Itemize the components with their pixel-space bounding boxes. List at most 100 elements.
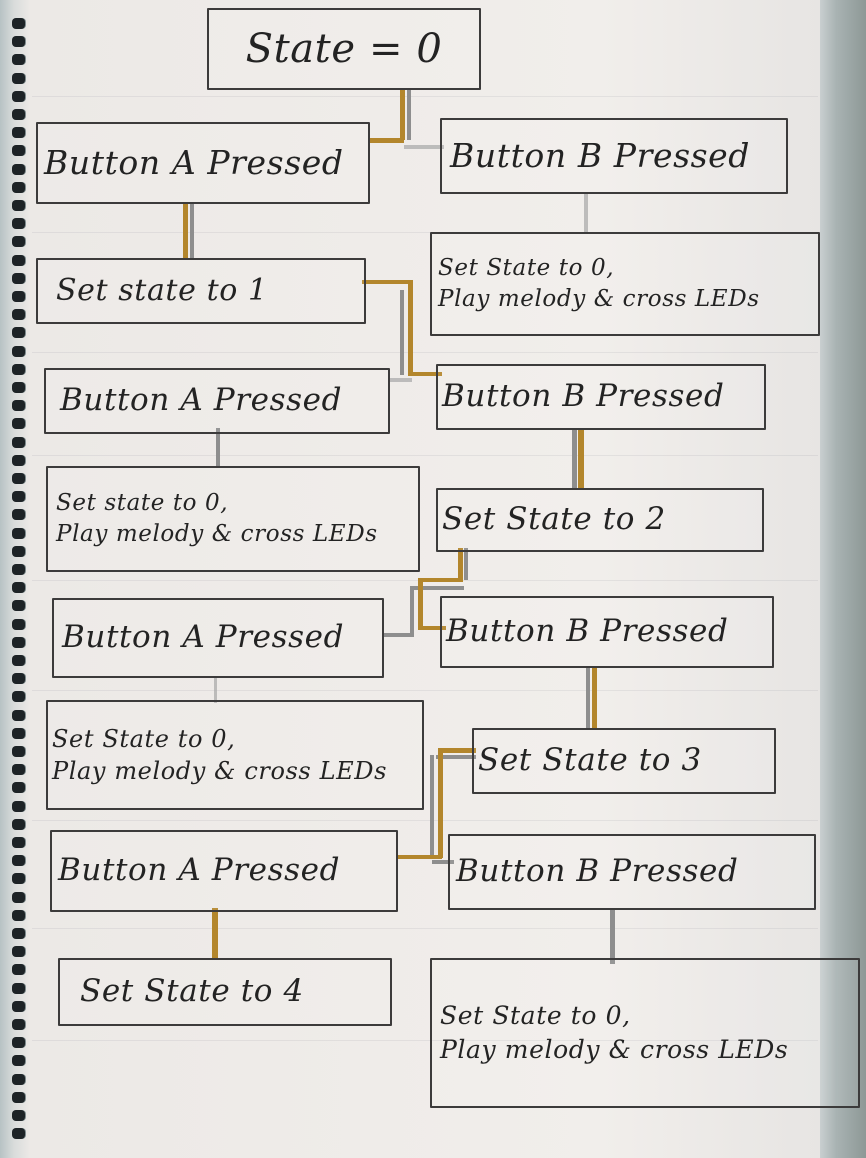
binding-hole [12,527,25,539]
wire-s3-to-a4 [396,855,442,859]
set-state-label: Set State to 0, Play melody & cross LEDs [440,1001,789,1064]
binding-hole [12,655,25,666]
binding-hole [12,36,25,48]
binding-hole [12,545,25,557]
binding-hole [12,1128,25,1140]
button-b-label: Button B Pressed [442,378,725,415]
binding-hole [12,90,25,102]
set-state-3-box: Set State to 3 [472,728,776,794]
binding-hole [12,418,25,430]
binding-hole [12,928,25,939]
binding-hole [12,127,25,139]
button-a-label: Button A Pressed [44,142,344,182]
wire-start-to-b1 [404,145,444,149]
binding-hole [12,1110,25,1121]
button-a-label: Button A Pressed [60,382,343,419]
wire-b2-down-grey [572,428,577,490]
set-state-2-box: Set State to 2 [436,488,764,552]
binding-hole [12,473,25,484]
binding-hole [12,18,25,29]
set-state-label: Set state to 0, Play melody & cross LEDs [56,489,378,547]
binding-hole [12,800,25,812]
binding-hole [12,818,25,830]
button-a-pressed-2: Button A Pressed [44,368,390,434]
binding-hole [12,181,25,193]
binding-hole [12,709,25,721]
wire-s2-left [418,578,463,582]
binding-hole [12,618,25,630]
wire-a1-down-grey [190,203,194,260]
spiral-binding [6,18,28,1148]
binding-hole [12,873,25,885]
binding-hole [12,309,25,321]
button-a-pressed-3: Button A Pressed [52,598,384,678]
binding-hole [12,218,25,230]
wire-s1-to-b2 [408,372,442,376]
binding-hole [12,746,25,757]
button-a-pressed-4: Button A Pressed [50,830,398,912]
set-state-label: Set state to 1 [56,272,268,308]
wire-b4-down [610,908,615,964]
button-b-pressed-2: Button B Pressed [436,364,766,430]
wire-b1-down [584,192,588,234]
binding-hole [12,54,25,66]
binding-hole [12,1091,25,1103]
button-b-pressed-4: Button B Pressed [448,834,816,910]
binding-hole [12,582,25,594]
binding-hole [12,691,25,703]
binding-hole [12,200,25,211]
binding-hole [12,855,25,867]
binding-hole [12,982,25,994]
set-state-1-box: Set state to 1 [36,258,366,324]
binding-hole [12,1000,25,1012]
set-state-label: Set State to 2 [442,501,666,538]
wire-start-down [400,88,405,140]
wire-a2-down [216,428,220,468]
binding-hole [12,891,25,903]
wire-s2-vert [418,578,423,630]
binding-hole [12,509,25,521]
wire-s1-vert-grey [400,290,404,375]
button-b-pressed-1: Button B Pressed [440,118,788,194]
binding-hole [12,345,25,357]
binding-hole [12,727,25,739]
wire-s3-to-b4 [432,860,454,864]
binding-hole [12,764,25,776]
binding-hole [12,673,25,685]
binding-hole [12,382,25,393]
wire-s2-to-b3 [420,626,446,630]
wire-b2-down [578,428,584,490]
set-state-0-box-3: Set State to 0, Play melody & cross LEDs [46,700,424,810]
binding-hole [12,600,25,612]
set-state-label: Set State to 4 [80,973,304,1010]
button-a-label: Button A Pressed [58,852,341,889]
set-state-4-box: Set State to 4 [58,958,392,1026]
wire-s2-left-grey [412,586,464,590]
button-b-label: Button B Pressed [450,135,751,175]
binding-hole [12,72,25,84]
binding-hole [12,163,25,175]
binding-hole [12,1055,25,1067]
binding-hole [12,491,25,503]
binding-hole [12,964,25,976]
wire-s1-vert [408,280,413,375]
binding-hole [12,1019,25,1030]
binding-hole [12,436,25,448]
binding-hole [12,782,25,794]
set-state-label: Set State to 0, Play melody & cross LEDs [52,724,387,785]
wire-s2-vert-grey [410,586,414,636]
binding-hole [12,291,25,302]
binding-hole [12,145,25,157]
binding-hole [12,636,25,648]
wire-s2-down-grey [464,548,468,580]
wire-s2-to-a3 [384,633,414,637]
binding-hole [12,1073,25,1085]
wire-b3-down [592,667,597,729]
wire-s1-right [362,280,412,284]
binding-hole [12,837,25,848]
binding-hole [12,109,25,120]
set-state-0-box-4: Set State to 0, Play melody & cross LEDs [430,958,860,1108]
wire-a3-down [214,677,217,703]
binding-hole [12,272,25,284]
button-b-label: Button B Pressed [456,853,739,890]
